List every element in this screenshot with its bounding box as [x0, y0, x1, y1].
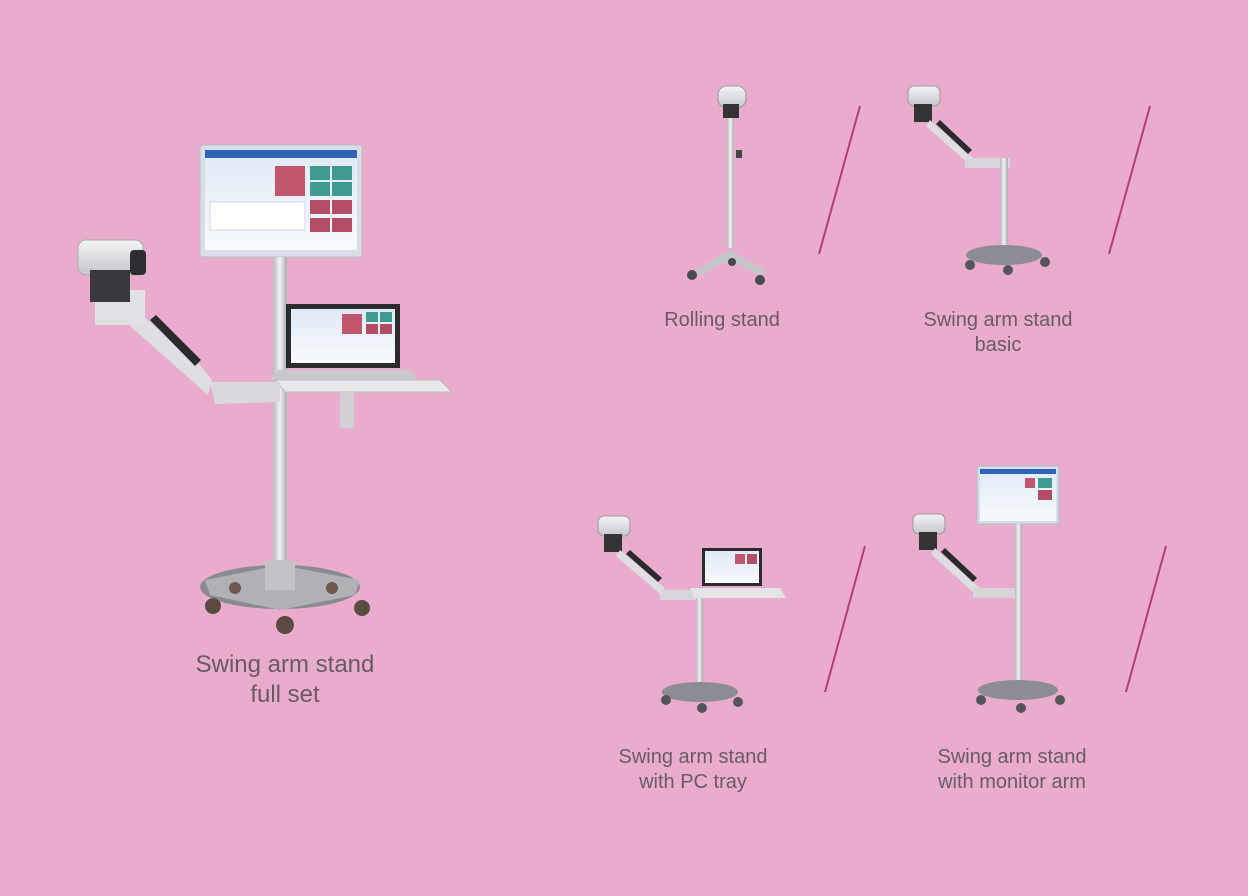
caption-pc-tray: Swing arm stand with PC tray: [583, 745, 803, 795]
product-monitor-arm: [905, 462, 1075, 722]
pc-tray-stand-image: [597, 515, 786, 713]
basic-stand-image: [907, 85, 1050, 275]
caption-monitor-arm-line2: with monitor arm: [938, 771, 1086, 793]
caption-full-set-line1: Swing arm stand: [195, 651, 375, 678]
caption-basic-line1: Swing arm stand: [923, 309, 1073, 331]
caption-pc-tray-line1: Swing arm stand: [618, 746, 768, 768]
monitor-arm-stand-image: [912, 465, 1065, 713]
caption-basic-line2: basic: [974, 334, 1022, 356]
caption-monitor-arm-line1: Swing arm stand: [937, 746, 1087, 768]
caption-monitor-arm: Swing arm stand with monitor arm: [897, 745, 1127, 795]
full-set-stand-image: [77, 144, 454, 634]
divider-3: [824, 545, 866, 693]
caption-full-set-line2: full set: [250, 681, 320, 708]
divider-1: [818, 105, 861, 255]
product-rolling: [680, 80, 780, 290]
caption-rolling: Rolling stand: [632, 308, 812, 333]
rolling-stand-image: [687, 85, 765, 285]
divider-4: [1125, 545, 1167, 693]
caption-pc-tray-line2: with PC tray: [639, 771, 747, 793]
caption-basic: Swing arm stand basic: [888, 308, 1108, 358]
product-full-set: [70, 140, 470, 640]
caption-full-set: Swing arm stand full set: [150, 650, 420, 710]
product-pc-tray: [590, 510, 790, 720]
caption-rolling-line1: Rolling stand: [664, 309, 780, 331]
divider-2: [1108, 105, 1151, 255]
product-basic: [900, 80, 1060, 280]
